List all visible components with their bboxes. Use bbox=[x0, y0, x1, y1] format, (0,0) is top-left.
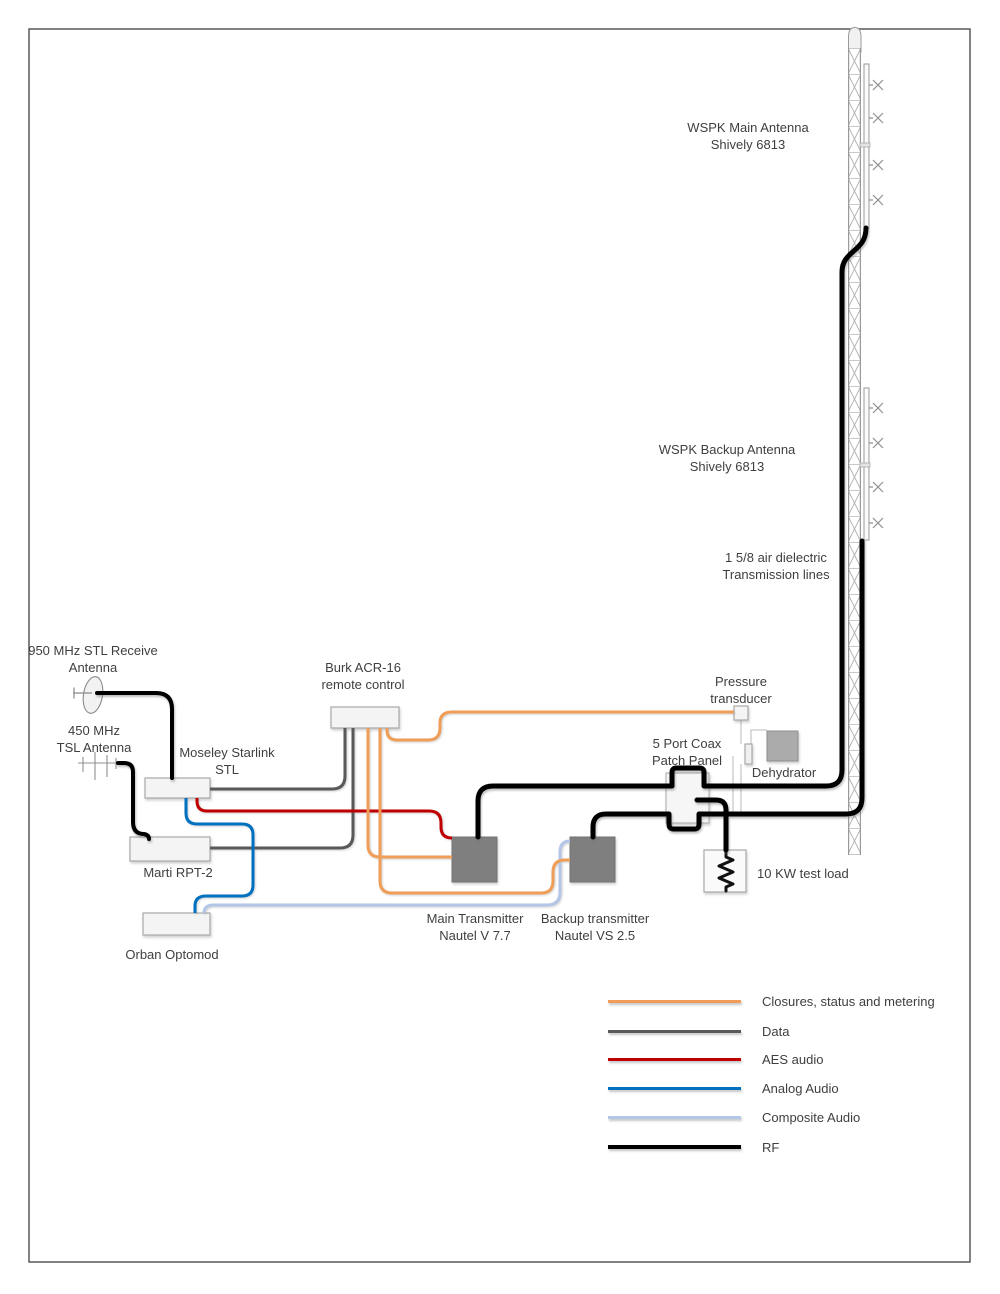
legend-item-aes: AES audio bbox=[608, 1050, 823, 1068]
legend-label-composite: Composite Audio bbox=[762, 1109, 861, 1125]
orban-optomod-box bbox=[142, 912, 211, 936]
legend-line-analog bbox=[608, 1086, 741, 1090]
legend-item-composite: Composite Audio bbox=[608, 1108, 860, 1126]
orban-label: Orban Optomod bbox=[125, 947, 219, 962]
legend-item-analog: Analog Audio bbox=[608, 1079, 839, 1097]
stl-rf-cable bbox=[95, 691, 174, 780]
legend-line-rf bbox=[608, 1145, 741, 1149]
dehydrator-label: Dehydrator bbox=[751, 765, 817, 780]
pressure-flange bbox=[744, 743, 753, 765]
legend-line-closures bbox=[608, 999, 741, 1003]
marti-label: Marti RPT-2 bbox=[143, 865, 213, 880]
legend-label-rf: RF bbox=[762, 1139, 780, 1155]
aes-audio-line bbox=[195, 798, 453, 840]
tsl-rf-cable bbox=[116, 761, 151, 841]
legend-label-closures: Closures, status and metering bbox=[762, 993, 935, 1009]
test-load-label: 10 KW test load bbox=[757, 866, 849, 881]
backup-antenna-icon bbox=[859, 387, 884, 541]
legend-item-rf: RF bbox=[608, 1138, 779, 1156]
backup-rf-line bbox=[590, 538, 865, 840]
composite-audio-line bbox=[202, 839, 571, 914]
backup-transmitter-box bbox=[569, 836, 616, 883]
test-load-rf-line bbox=[694, 797, 729, 853]
closures-line-backup-tx bbox=[378, 728, 570, 895]
legend-label-data: Data bbox=[762, 1023, 790, 1039]
pressure-transducer-box bbox=[733, 705, 749, 721]
legend-line-data bbox=[608, 1029, 741, 1033]
tsl-antenna-icon bbox=[78, 752, 120, 780]
legend-label-aes: AES audio bbox=[762, 1051, 824, 1067]
closures-line-transducer bbox=[385, 710, 734, 742]
marti-rpt2-box bbox=[129, 836, 211, 862]
legend-item-closures: Closures, status and metering bbox=[608, 992, 935, 1010]
main-antenna-icon bbox=[859, 63, 884, 229]
legend-item-data: Data bbox=[608, 1022, 789, 1040]
moseley-starlink-box bbox=[144, 777, 211, 799]
main-transmitter-box bbox=[451, 836, 498, 883]
burk-acr16-box bbox=[330, 706, 400, 729]
analog-audio-line bbox=[184, 798, 255, 913]
marti-burk-data-line bbox=[210, 728, 355, 850]
legend-line-aes bbox=[608, 1057, 741, 1061]
main-rf-line bbox=[475, 225, 869, 840]
resistor-icon bbox=[717, 850, 735, 893]
tower-mast-icon bbox=[848, 26, 862, 855]
legend-label-analog: Analog Audio bbox=[762, 1080, 839, 1096]
legend-line-composite bbox=[608, 1115, 741, 1119]
tower-cap bbox=[848, 26, 862, 53]
moseley-burk-data-line bbox=[210, 728, 347, 791]
dehydrator-box bbox=[766, 730, 799, 762]
stl-dish-icon bbox=[73, 676, 104, 714]
page-border bbox=[28, 28, 971, 1263]
